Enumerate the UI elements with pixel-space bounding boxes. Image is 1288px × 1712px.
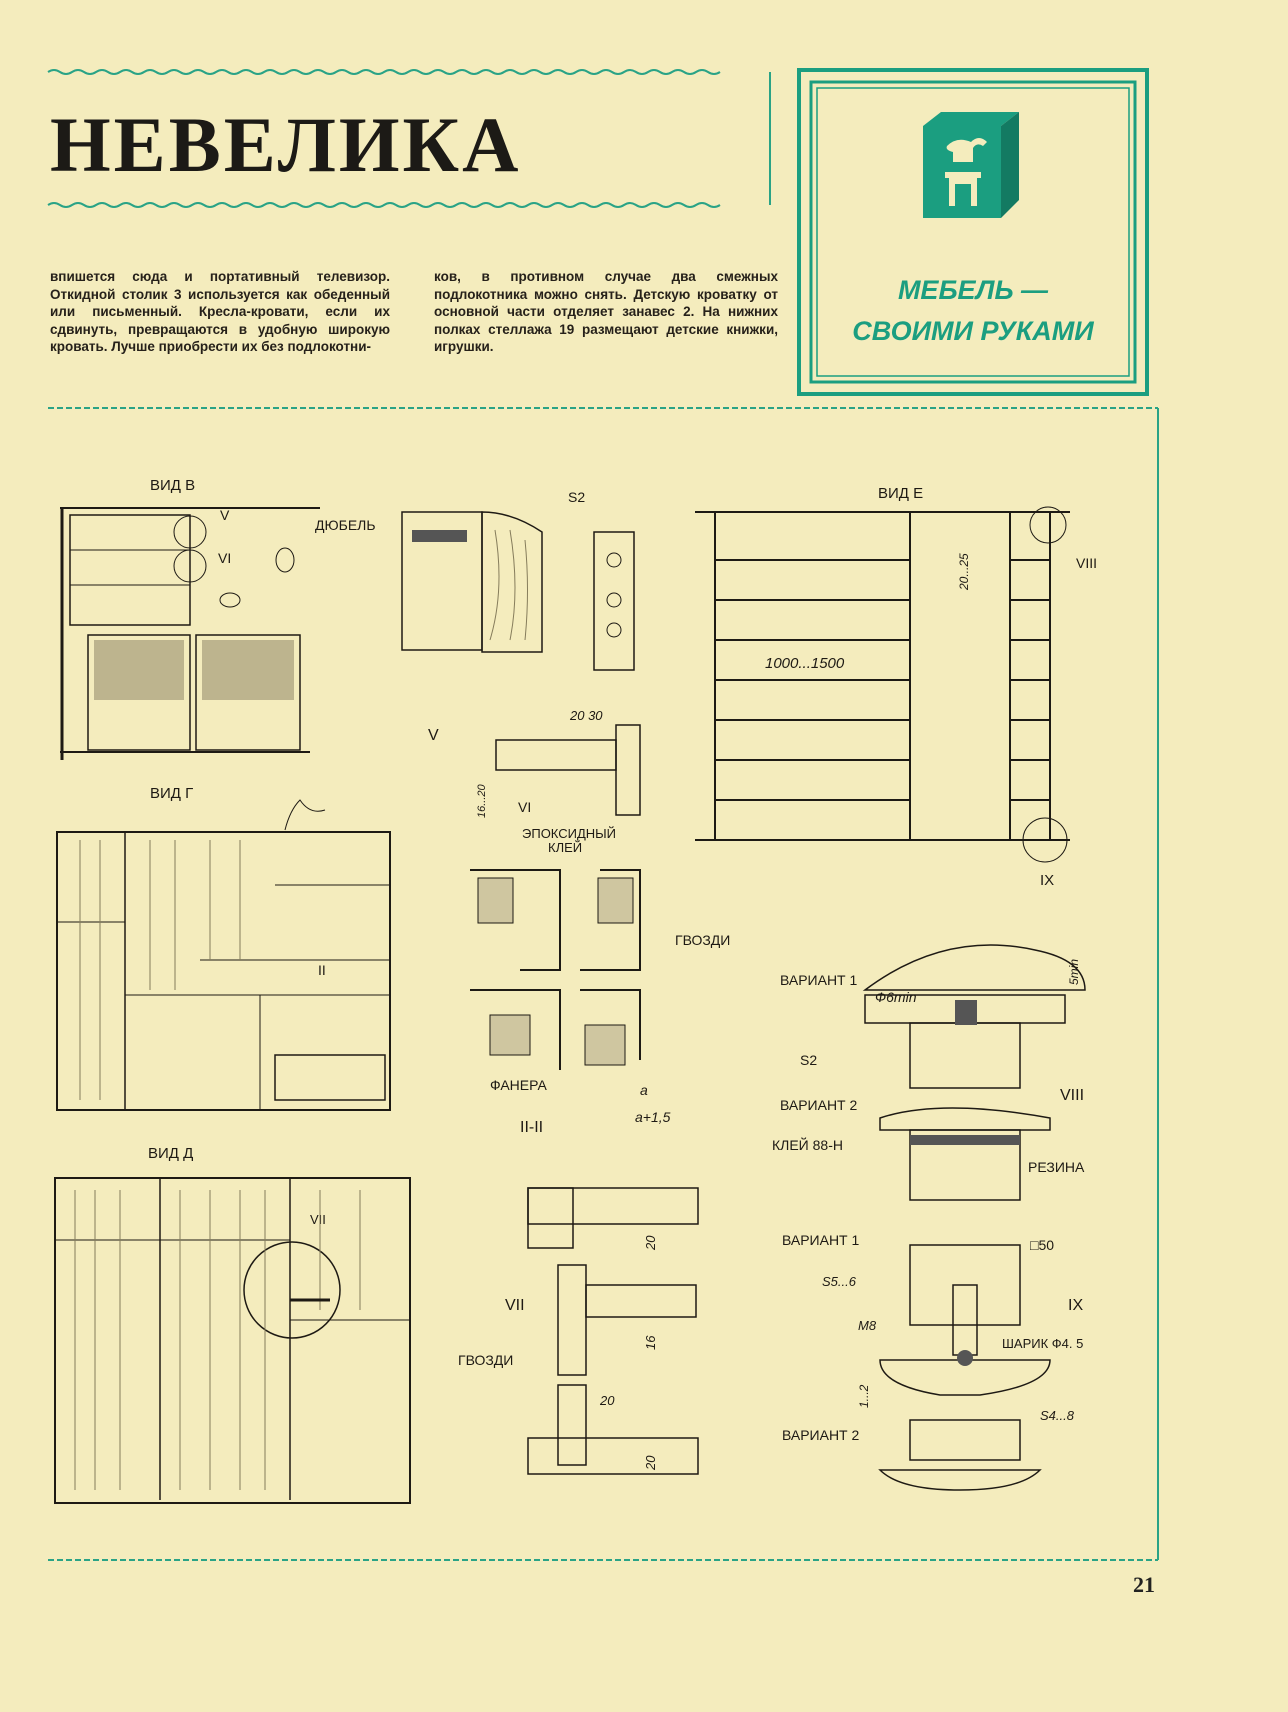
detail-v-dowel: ДЮБЕЛЬ S2 V [315, 489, 635, 744]
article-title: НЕВЕЛИКА [50, 101, 522, 188]
dim-vii-3: 20 [599, 1393, 615, 1408]
gap-ix-label: 1...2 [857, 1384, 871, 1408]
rubber-label: РЕЗИНА [1028, 1159, 1085, 1175]
callout-ix: IX [1040, 872, 1054, 889]
detail-vii-label: VII [505, 1297, 525, 1314]
detail-viii: ВАРИАНТ 1 Ф6min 5min S2 ВАРИАНТ 2 VIII К… [772, 944, 1086, 1201]
detail-ix-label: IX [1068, 1297, 1083, 1314]
nails-label: ГВОЗДИ [675, 932, 730, 948]
glue-label: КЛЕЙ [548, 840, 582, 855]
view-d-title: ВИД Д [148, 1145, 193, 1162]
section-ii-ii: ГВОЗДИ ФАНЕРА II-II a a+1,5 [470, 869, 730, 1136]
detail-v-label: V [428, 727, 439, 744]
chair-cube-icon [923, 112, 1019, 218]
dim-a: a [640, 1082, 648, 1098]
section-badge: МЕБЕЛЬ — СВОИМИ РУКАМИ [797, 68, 1149, 396]
article-column-2: ков, в противном случае два смежных подл… [434, 269, 778, 354]
dim-16-20: 16...20 [476, 783, 488, 818]
page-number: 21 [1133, 1572, 1155, 1597]
dim-a-plus: a+1,5 [635, 1109, 671, 1125]
glue-88-label: КЛЕЙ 88-Н [772, 1136, 843, 1153]
detail-vi-label: VI [518, 799, 531, 815]
section-mark-ii: II [318, 962, 326, 978]
view-e-title: ВИД Е [878, 485, 923, 502]
callout-vi: VI [218, 550, 231, 566]
plate-s2-label: S2 [568, 489, 585, 505]
article-column-1: впишется сюда и портативный телевизор. О… [50, 269, 390, 354]
nails-vii-label: ГВОЗДИ [458, 1352, 513, 1368]
variant1-ix: ВАРИАНТ 1 [782, 1232, 860, 1248]
plywood-label: ФАНЕРА [490, 1077, 548, 1093]
dim-20-30: 20 30 [569, 708, 603, 723]
dia-label: Ф6min [875, 989, 917, 1005]
badge-line-2: СВОИМИ РУКАМИ [852, 316, 1094, 346]
callout-vii: VII [310, 1212, 326, 1227]
badge-frame [797, 68, 1149, 396]
view-e-drawing: ВИД Е 1000...1500 20...25 VIII IX [695, 485, 1097, 889]
square-50-label: □50 [1030, 1237, 1054, 1253]
variant1-viii: ВАРИАНТ 1 [780, 972, 858, 988]
view-d-drawing: ВИД Д VII [54, 1145, 411, 1504]
s5-label: S5...6 [822, 1274, 857, 1289]
detail-ix: ВАРИАНТ 1 □50 S5...6 IX M8 ШАРИК Ф4. 5 1… [782, 1232, 1083, 1491]
min-label: 5min [1067, 959, 1081, 985]
view-g-drawing: ВИД Г II [56, 785, 391, 1111]
section-ii-label: II-II [520, 1119, 543, 1136]
dim-vii-1: 20 [643, 1235, 658, 1251]
view-v-drawing: ВИД В V VI [60, 477, 320, 760]
title-top-border [47, 69, 721, 75]
plate-s2-viii: S2 [800, 1052, 817, 1068]
detail-vi: 20 30 VI ЭПОКСИДНЫЙ КЛЕЙ 16...20 [476, 708, 641, 855]
dowel-label: ДЮБЕЛЬ [315, 517, 376, 533]
dim-vii-2: 16 [643, 1335, 658, 1350]
s4-label: S4...8 [1040, 1408, 1075, 1423]
detail-vii: VII ГВОЗДИ 20 16 20 20 [458, 1187, 699, 1475]
ball-label: ШАРИК Ф4. 5 [1002, 1336, 1083, 1351]
variant2-ix: ВАРИАНТ 2 [782, 1427, 860, 1443]
m8-label: M8 [858, 1318, 877, 1333]
dim-vii-4: 20 [643, 1455, 658, 1471]
view-v-title: ВИД В [150, 477, 195, 494]
variant2-viii: ВАРИАНТ 2 [780, 1097, 858, 1113]
detail-viii-label: VIII [1060, 1087, 1084, 1104]
callout-v: V [220, 507, 230, 523]
gap-label: 20...25 [957, 553, 971, 591]
badge-line-1: МЕБЕЛЬ — [897, 275, 1049, 305]
callout-viii: VIII [1076, 555, 1097, 571]
epoxy-label: ЭПОКСИДНЫЙ [522, 826, 616, 841]
view-g-title: ВИД Г [150, 785, 193, 802]
span-label: 1000...1500 [765, 655, 845, 672]
title-bottom-border [47, 202, 721, 208]
